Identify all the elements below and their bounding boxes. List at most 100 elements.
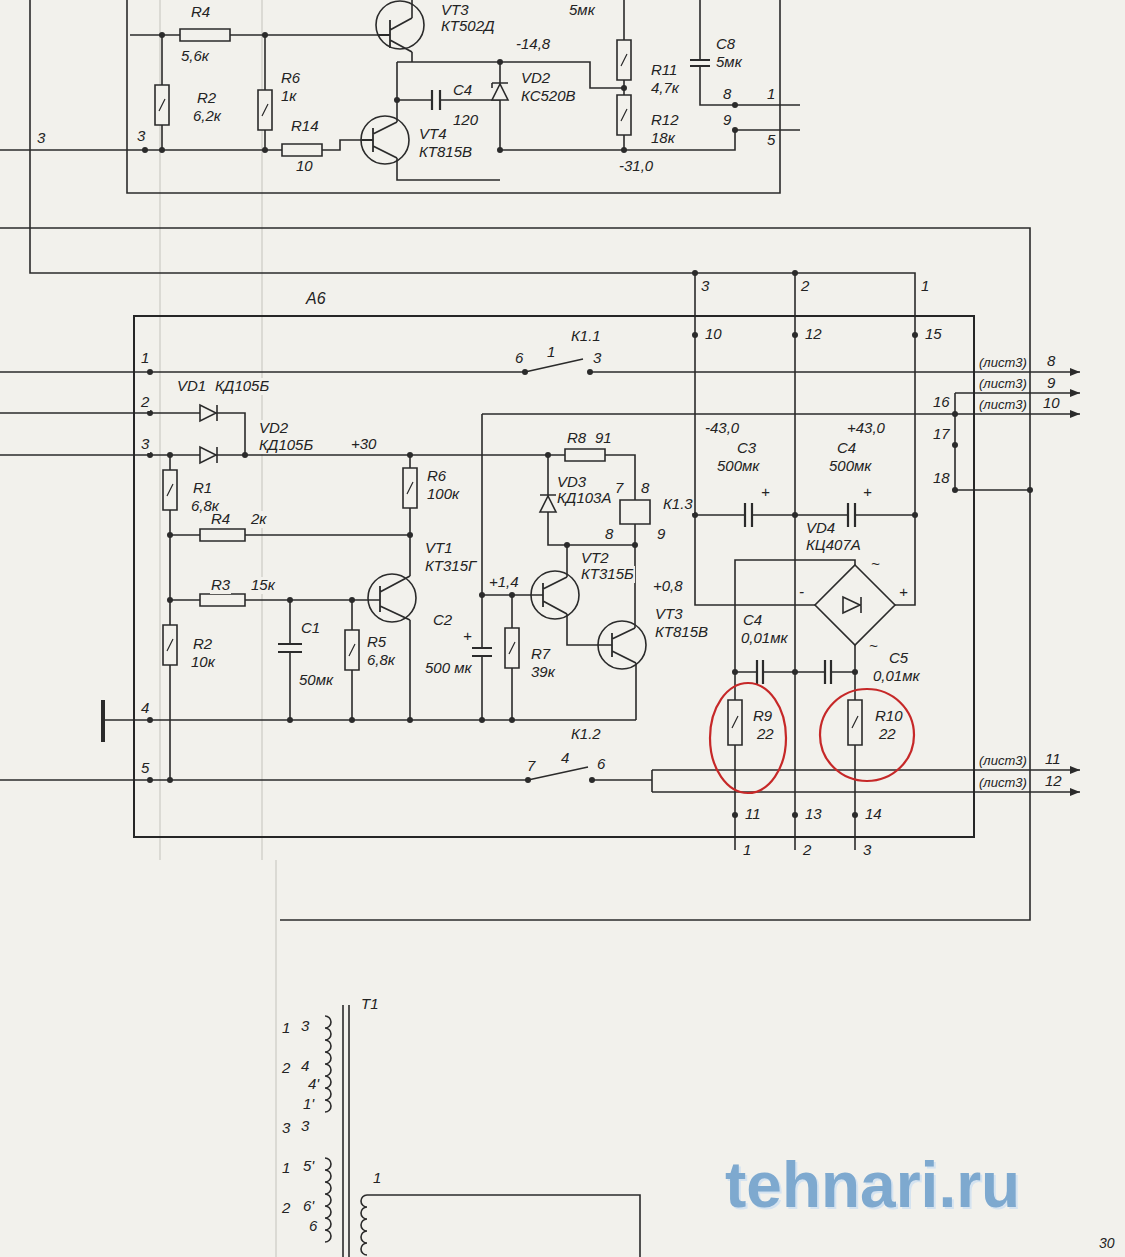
part-ref: R2: [192, 636, 213, 653]
pin-number: 9: [722, 112, 732, 129]
pin-number: 12: [804, 326, 823, 343]
pin-number: 3: [862, 842, 872, 859]
pin-number: 1: [281, 1020, 291, 1037]
pin-number: 3: [300, 1018, 310, 1035]
pin-number: 4: [300, 1058, 310, 1075]
part-ref: C2: [432, 612, 453, 629]
polarity-mark: +: [760, 484, 771, 501]
transistor-symbol: [531, 571, 579, 619]
part-value: 6,2к: [192, 108, 222, 125]
block-designator: A6: [305, 290, 327, 308]
pin-number: 3: [140, 436, 150, 453]
wire: [0, 273, 1080, 1257]
polarity-mark: +: [462, 628, 473, 645]
pin-number: 6: [514, 350, 524, 367]
part-ref: C4: [452, 82, 473, 99]
pin-number: 14: [864, 806, 883, 823]
sheet-ref: (лист3): [978, 776, 1028, 790]
part-value: 500мк: [828, 458, 872, 475]
pin-number: 10: [1042, 395, 1061, 412]
capacitor-symbol: [278, 60, 855, 684]
watermark: tehnari.ru: [724, 1150, 1021, 1220]
part-ref: R4: [210, 511, 231, 528]
part-value: 2к: [250, 511, 267, 528]
part-ref: C1: [300, 620, 321, 637]
part-value: 10к: [190, 654, 216, 671]
relay-contact: [525, 359, 588, 780]
page-number: 30: [1098, 1236, 1116, 1251]
part-value: 91: [594, 430, 613, 447]
pin-number: 6: [308, 1218, 318, 1235]
part-ref: VT3: [654, 606, 684, 623]
pin-number: 15: [924, 326, 943, 343]
part-value: 0,01мк: [740, 630, 789, 647]
pin-number: 3: [592, 350, 602, 367]
part-value: 100к: [426, 486, 460, 503]
pin-number: 8: [722, 86, 732, 103]
part-value: 22: [878, 726, 897, 743]
pin-number: 7: [614, 480, 624, 497]
transformer-winding: [325, 1016, 367, 1255]
part-value: 1к: [280, 88, 297, 105]
resistor-symbol: [155, 29, 862, 745]
highlight-circle: [820, 689, 914, 781]
part-value: 5,6к: [180, 48, 210, 65]
pin-number: 2: [802, 842, 812, 859]
pin-number: 8: [604, 526, 614, 543]
part-ref: R6: [280, 70, 301, 87]
sheet-ref: (лист3): [978, 754, 1028, 768]
part-ref: R1: [192, 480, 213, 497]
pin-number: 1: [742, 842, 752, 859]
polarity-mark: +: [898, 584, 909, 601]
pin-number: 12: [1044, 773, 1063, 790]
part-ref: К1.1: [570, 328, 602, 345]
pin-number: 3: [36, 130, 46, 147]
wire: [0, 0, 1030, 920]
pin-number: 9: [656, 526, 666, 543]
pin-number: 3: [700, 278, 710, 295]
part-value: КТ815В: [654, 624, 709, 641]
part-ref: C4: [742, 612, 763, 629]
pin-number: 2: [140, 394, 150, 411]
pin-number: 4: [560, 750, 570, 767]
part-ref: VT1: [424, 540, 454, 557]
part-ref: R6: [426, 468, 447, 485]
transformer-core: [343, 1005, 349, 1257]
part-value: 0,01мк: [872, 668, 921, 685]
pin-number: 2: [281, 1060, 291, 1077]
transistor-symbol: [598, 621, 646, 669]
pin-number: 7: [526, 758, 536, 775]
part-ref: К1.3: [662, 496, 694, 513]
part-ref: R9: [752, 708, 773, 725]
pin-number: 2: [800, 278, 810, 295]
part-ref: R3: [210, 577, 231, 594]
voltage-label: +0,8: [652, 578, 684, 595]
pin-number: 5: [766, 132, 776, 149]
ground-symbol: [101, 700, 105, 742]
part-ref: C8: [715, 36, 736, 53]
pin-number: 11: [744, 806, 762, 823]
diode-symbol: [200, 83, 895, 645]
part-ref: R11: [650, 62, 678, 79]
part-ref: VD4: [805, 520, 836, 537]
part-ref: VD2: [520, 70, 551, 87]
part-value: КД103А: [556, 490, 612, 507]
pin-number: 9: [1046, 375, 1056, 392]
part-value: 39к: [530, 664, 556, 681]
voltage-label: -43,0: [704, 420, 740, 437]
part-ref: R7: [530, 646, 551, 663]
pin-number: 3: [136, 128, 146, 145]
pin-number: 17: [932, 426, 951, 443]
sheet-ref: (лист3): [978, 377, 1028, 391]
part-value: КТ815В: [418, 144, 473, 161]
pin-number: 2: [281, 1200, 291, 1217]
part-value: КЦ407А: [805, 537, 862, 554]
sheet-ref: (лист3): [978, 356, 1028, 370]
part-ref: T1: [360, 996, 380, 1013]
polarity-mark: ~: [870, 556, 881, 573]
pin-number: 1: [281, 1160, 291, 1177]
polarity-mark: +: [862, 484, 873, 501]
transistor-symbol: [368, 574, 416, 622]
part-ref: R4: [190, 4, 211, 21]
